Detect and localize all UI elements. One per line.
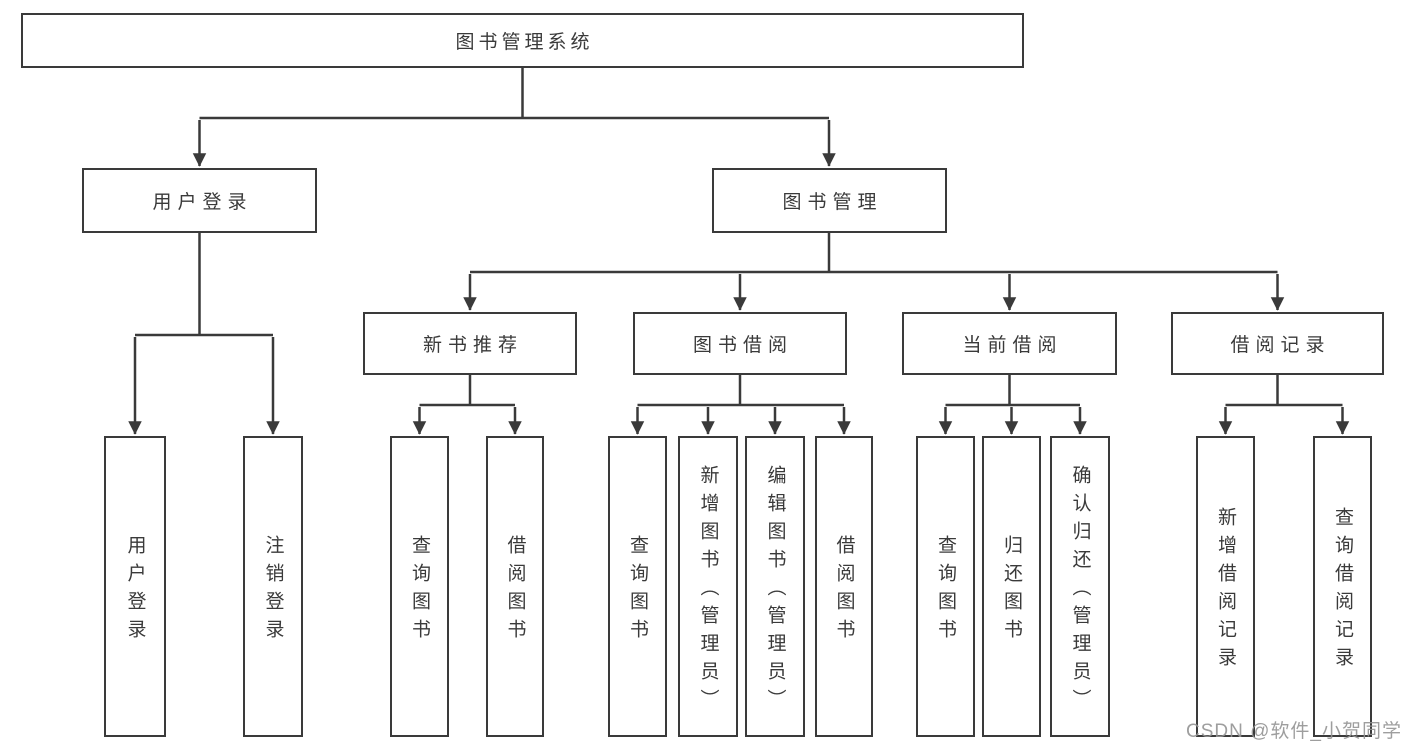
node-label: 用户登录 xyxy=(152,192,253,213)
node-book-borrowing: 图书借阅 xyxy=(633,312,847,375)
node-label: 注销登录 xyxy=(262,535,284,647)
node-label: 确认归还（管理员） xyxy=(1069,465,1091,717)
node-library-management-system: 图书管理系统 xyxy=(21,13,1024,68)
leaf-query-books-current: 查询图书 xyxy=(916,436,975,737)
node-book-management: 图书管理 xyxy=(712,168,947,233)
node-label: 图书借阅 xyxy=(692,335,793,356)
node-label: 新增图书（管理员） xyxy=(697,465,719,717)
leaf-query-borrow-record: 查询借阅记录 xyxy=(1313,436,1372,737)
leaf-edit-books-admin: 编辑图书（管理员） xyxy=(745,436,805,737)
node-label: 查询图书 xyxy=(935,535,956,647)
node-label: 编辑图书（管理员） xyxy=(764,465,786,717)
leaf-return-books: 归还图书 xyxy=(982,436,1041,737)
leaf-query-books-borrow: 查询图书 xyxy=(608,436,667,737)
node-label: 归还图书 xyxy=(1001,535,1022,647)
leaf-add-borrow-record: 新增借阅记录 xyxy=(1196,436,1255,737)
node-label: 图书管理 xyxy=(782,192,883,213)
leaf-add-books-admin: 新增图书（管理员） xyxy=(678,436,738,737)
node-borrowing-records: 借阅记录 xyxy=(1171,312,1384,375)
node-current-borrowing: 当前借阅 xyxy=(902,312,1117,375)
node-user-login: 用户登录 xyxy=(82,168,317,233)
node-new-book-recommend: 新书推荐 xyxy=(363,312,577,375)
node-label: 新增借阅记录 xyxy=(1215,507,1236,675)
node-label: 新书推荐 xyxy=(422,335,523,356)
csdn-watermark: CSDN @软件_小贺同学 xyxy=(1186,721,1402,742)
connector-arrows xyxy=(128,120,1350,435)
leaf-logout: 注销登录 xyxy=(243,436,303,737)
connector-trunks xyxy=(135,68,1343,407)
node-label: 图书管理系统 xyxy=(455,32,594,53)
node-label: 借阅图书 xyxy=(833,535,855,647)
leaf-user-login: 用户登录 xyxy=(104,436,166,737)
node-label: 借阅图书 xyxy=(504,535,526,647)
leaf-query-books-recommend: 查询图书 xyxy=(390,436,449,737)
node-label: 用户登录 xyxy=(124,535,146,647)
node-label: 查询图书 xyxy=(409,535,430,647)
node-label: 查询图书 xyxy=(627,535,648,647)
node-label: 查询借阅记录 xyxy=(1332,507,1353,675)
leaf-borrow-books: 借阅图书 xyxy=(815,436,873,737)
leaf-confirm-return-admin: 确认归还（管理员） xyxy=(1050,436,1110,737)
node-label: 当前借阅 xyxy=(962,335,1063,356)
leaf-borrow-books-recommend: 借阅图书 xyxy=(486,436,544,737)
node-label: 借阅记录 xyxy=(1230,335,1331,356)
